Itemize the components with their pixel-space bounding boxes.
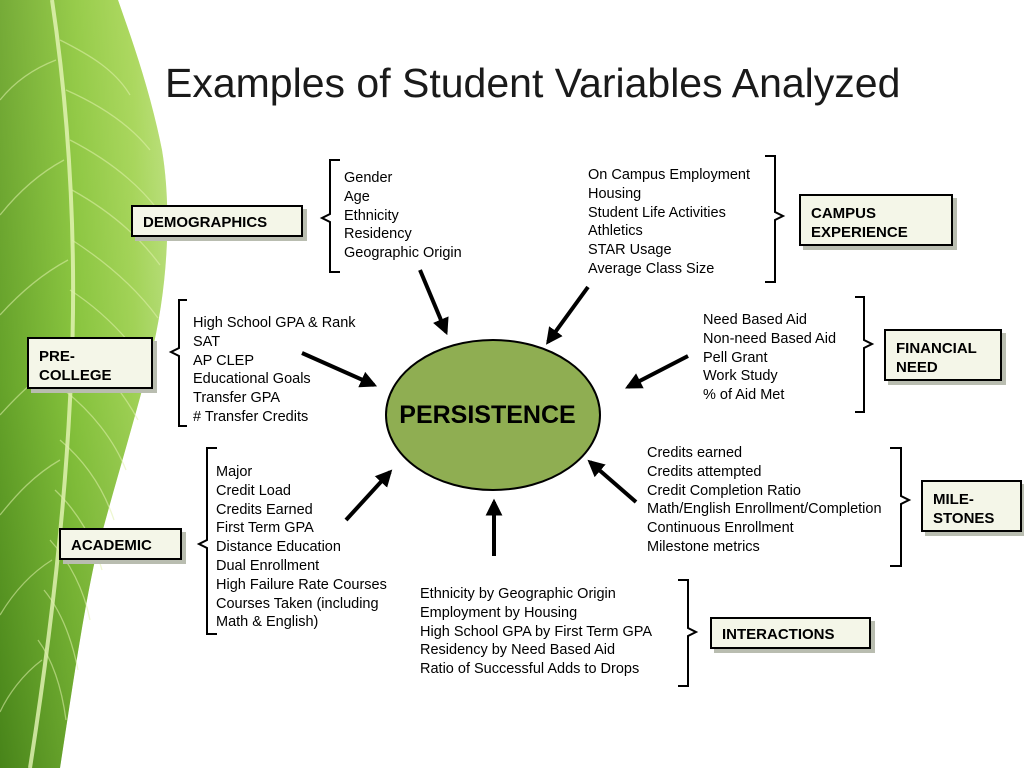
list-item: Credits Earned [216, 501, 313, 518]
list-item: Residency by Need Based Aid [420, 642, 616, 659]
list-item: Gender [344, 170, 393, 186]
list-item: Credits attempted [647, 463, 762, 480]
list-item: Courses Taken (including [216, 595, 379, 612]
list-item: High School GPA by First Term GPA [420, 623, 653, 640]
list-item: Transfer GPA [193, 390, 281, 407]
list-item: High Failure Rate Courses [216, 576, 387, 593]
list-item: Age [344, 188, 370, 205]
box-financial-need: FINANCIAL NEED [884, 329, 1002, 381]
list-demographics: Gender Age Ethnicity Residency Geographi… [344, 169, 462, 263]
slide-title: Examples of Student Variables Analyzed [165, 60, 901, 106]
list-item: Need Based Aid [703, 312, 807, 328]
list-academic: Major Credit Load Credits Earned First T… [216, 463, 387, 632]
box-pre-college: PRE- COLLEGE [27, 337, 153, 389]
list-item: Ethnicity by Geographic Origin [420, 586, 616, 602]
list-item: Continuous Enrollment [647, 520, 794, 537]
list-item: High School GPA & Rank [193, 315, 356, 331]
list-item: # Transfer Credits [193, 408, 309, 425]
list-item: Credit Completion Ratio [647, 482, 801, 499]
list-interactions: Ethnicity by Geographic Origin Employmen… [420, 585, 652, 679]
list-item: Student Life Activities [588, 204, 726, 221]
list-campus-experience: On Campus Employment Housing Student Lif… [588, 166, 750, 279]
list-item: Credit Load [216, 482, 291, 499]
list-item: Work Study [703, 368, 778, 385]
list-item: Ethnicity [344, 207, 399, 224]
list-financial-need: Need Based Aid Non-need Based Aid Pell G… [703, 311, 836, 405]
box-campus-experience: CAMPUS EXPERIENCE [799, 194, 953, 246]
list-item: Employment by Housing [420, 604, 578, 621]
list-item: Major [216, 464, 253, 480]
list-item: Geographic Origin [344, 245, 462, 262]
list-item: Credits earned [647, 445, 743, 461]
box-academic: ACADEMIC [59, 528, 182, 560]
list-item: Average Class Size [588, 260, 715, 277]
list-item: On Campus Employment [588, 167, 750, 183]
list-item: Math & English) [216, 614, 319, 631]
list-item: Housing [588, 185, 642, 202]
list-item: Educational Goals [193, 371, 311, 388]
list-item: Dual Enrollment [216, 557, 320, 574]
list-item: AP CLEP [193, 352, 254, 369]
box-milestones: MILE- STONES [921, 480, 1022, 532]
list-item: Milestone metrics [647, 538, 760, 555]
list-item: STAR Usage [588, 242, 672, 259]
box-demographics: DEMOGRAPHICS [131, 205, 303, 237]
box-interactions: INTERACTIONS [710, 617, 871, 649]
persistence-label: PERSISTENCE [399, 401, 576, 429]
list-milestones: Credits earned Credits attempted Credit … [647, 444, 882, 557]
list-item: First Term GPA [216, 520, 314, 537]
list-item: Distance Education [216, 539, 341, 556]
list-item: SAT [193, 333, 221, 350]
list-item: Math/English Enrollment/Completion [647, 501, 882, 518]
list-item: Athletics [588, 223, 643, 240]
leaf-midrib [28, 0, 76, 768]
list-item: % of Aid Met [703, 387, 785, 404]
list-item: Residency [344, 226, 412, 243]
list-item: Non-need Based Aid [703, 330, 837, 347]
list-pre-college: High School GPA & Rank SAT AP CLEP Educa… [193, 314, 356, 427]
list-item: Ratio of Successful Adds to Drops [420, 661, 640, 678]
list-item: Pell Grant [703, 349, 768, 366]
